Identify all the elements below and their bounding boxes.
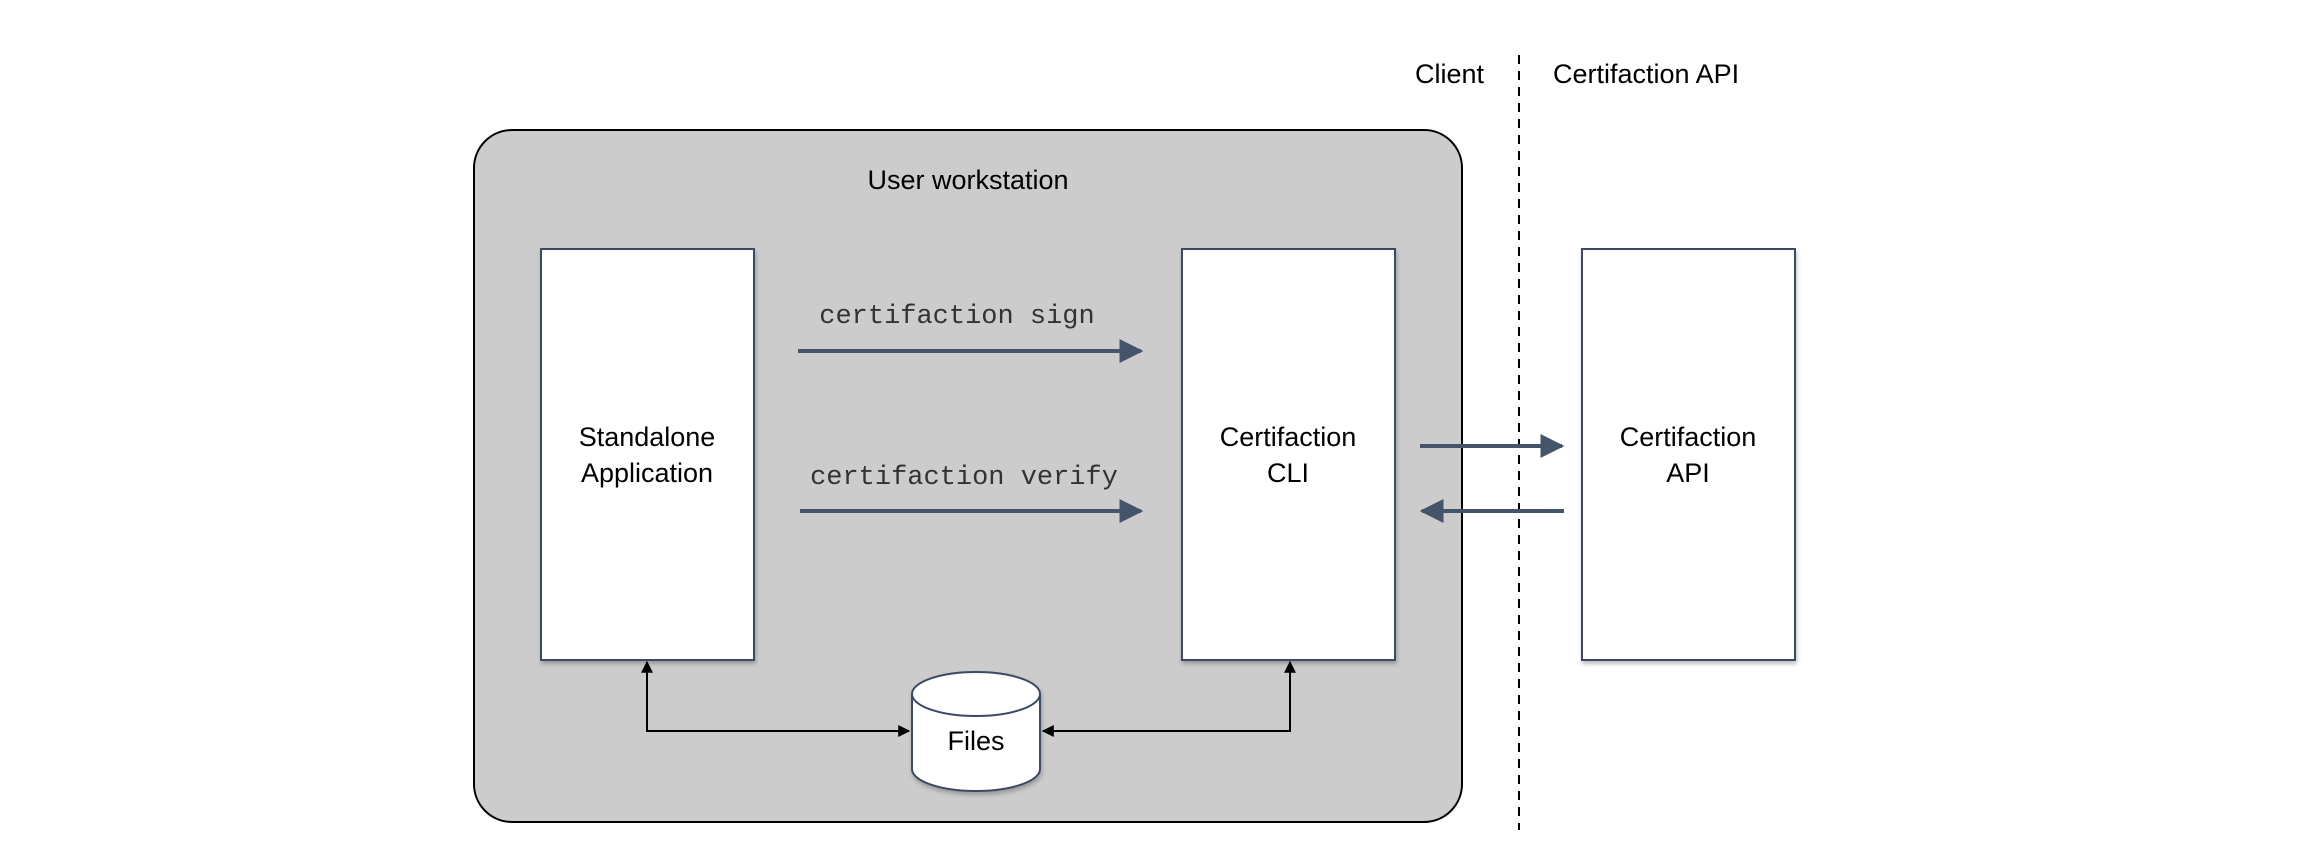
files-label: Files xyxy=(947,726,1004,756)
certifaction-cli-label-line2: CLI xyxy=(1267,458,1309,488)
verify-command-label: certifaction verify xyxy=(810,463,1118,493)
certifaction-cli-box xyxy=(1181,248,1396,661)
sign-command-label: certifaction sign xyxy=(819,302,1094,332)
certifaction-api-label-line2: API xyxy=(1666,458,1710,488)
cli-files-connector xyxy=(1041,660,1296,737)
standalone-files-connector xyxy=(641,660,911,737)
certifaction-cli-label-line1: Certifaction xyxy=(1220,422,1357,452)
certifaction-api-box xyxy=(1581,248,1796,661)
standalone-application-label-line1: Standalone xyxy=(579,422,716,452)
client-zone-label: Client xyxy=(1415,59,1485,89)
certifaction-api-label-line1: Certifaction xyxy=(1620,422,1757,452)
files-storage xyxy=(911,671,1041,792)
standalone-application-label-line2: Application xyxy=(581,458,713,488)
user-workstation-title: User workstation xyxy=(867,165,1068,195)
api-zone-label: Certifaction API xyxy=(1553,59,1739,89)
standalone-application-box xyxy=(540,248,755,661)
